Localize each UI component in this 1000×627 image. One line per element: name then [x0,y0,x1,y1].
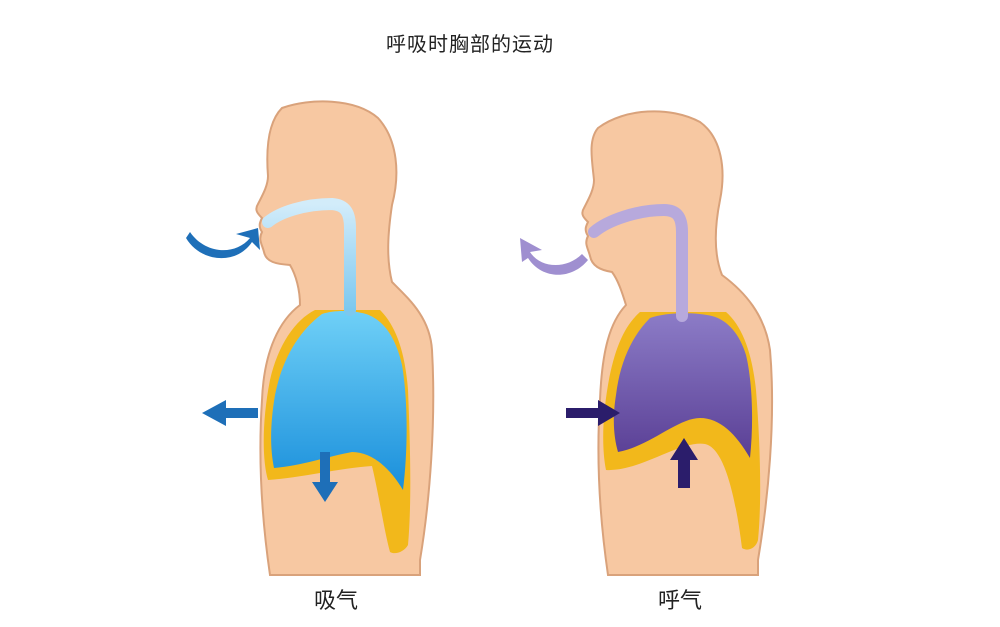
inhale-figure: 吸气 [186,100,435,614]
diaphragm-up-arrow [670,438,698,488]
lung [271,311,407,490]
chest-inward-arrow [566,400,620,426]
lung [613,313,753,458]
inhale-label: 吸气 [313,589,358,614]
inhale-illustration [186,100,435,576]
exhale-illustration [520,110,774,576]
diaphragm-down-arrow [312,452,338,502]
diagram-title: 呼吸时胸部的运动 [386,32,554,56]
exhale-label: 呼气 [657,589,702,614]
chest-expand-arrow [202,400,258,426]
air-in-arrow [186,228,260,259]
air-out-arrow [520,238,588,275]
airway [588,203,688,322]
exhale-figure: 呼气 [500,0,1000,627]
airway [262,197,356,316]
